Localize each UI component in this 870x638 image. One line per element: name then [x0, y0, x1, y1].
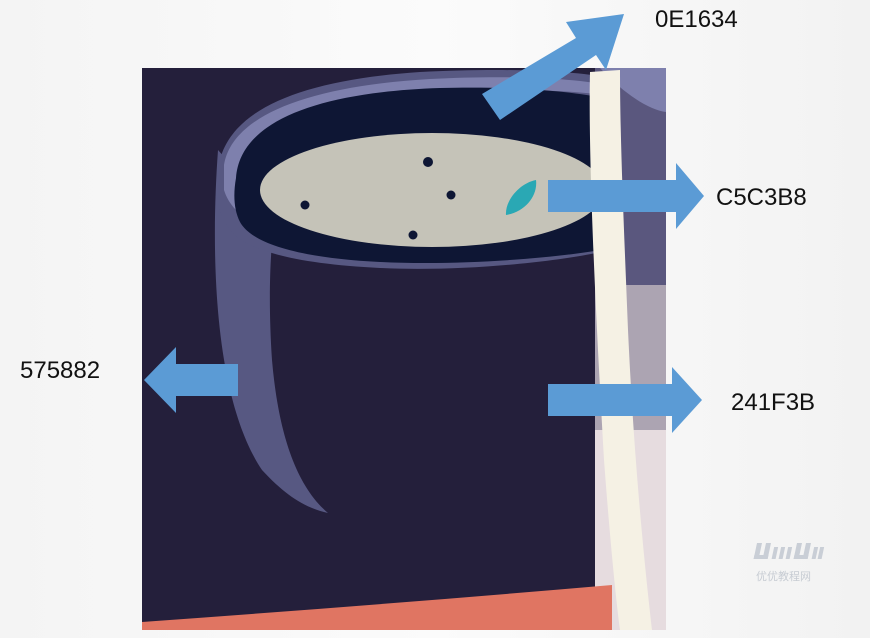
coral-floor — [142, 585, 612, 630]
watermark: 优优教程网 — [753, 543, 825, 583]
watermark-chinese: 优优教程网 — [756, 570, 811, 583]
liquid-surface — [260, 133, 604, 247]
watermark-logo — [753, 543, 825, 559]
teal-spot — [505, 180, 537, 215]
arrow-top — [482, 14, 624, 120]
liquid-dot — [408, 230, 418, 240]
color-code-left: 575882 — [20, 357, 100, 384]
artwork-panel — [142, 68, 666, 630]
liquid-dot — [300, 200, 310, 210]
color-code-top: 0E1634 — [655, 6, 738, 33]
liquid-dot — [446, 190, 456, 200]
color-code-mid-right: C5C3B8 — [716, 184, 807, 211]
liquid-dot — [423, 157, 433, 167]
color-code-lower-right: 241F3B — [731, 389, 815, 416]
arrow-lower-right — [548, 367, 702, 433]
arrows — [144, 14, 704, 433]
arrow-mid-right — [548, 163, 704, 229]
arrow-left — [144, 347, 238, 413]
